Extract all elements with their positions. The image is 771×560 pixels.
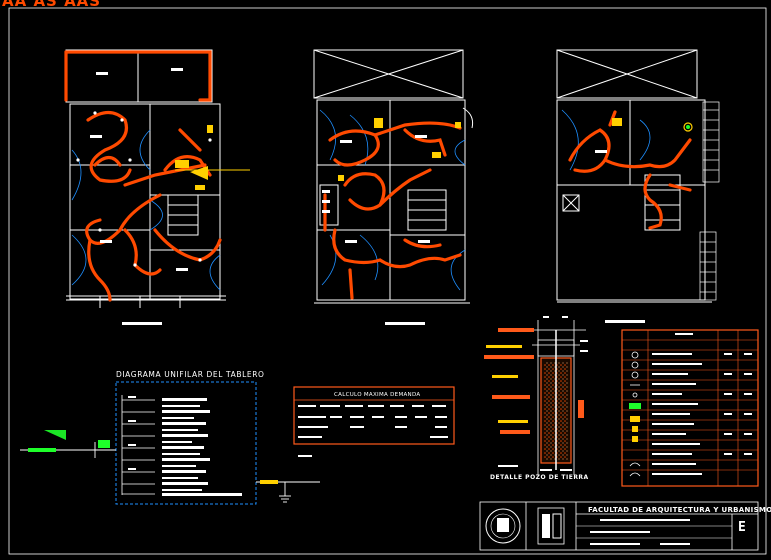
calc-table-title: CALCULO MAXIMA DEMANDA bbox=[334, 392, 421, 398]
sheet-letter: E bbox=[738, 520, 746, 535]
faculty-title: FACULTAD DE ARQUITECTURA Y URBANISMO bbox=[588, 506, 771, 514]
floor-plan-2[interactable] bbox=[313, 49, 474, 325]
ground-well-title: DETALLE POZO DE TIERRA bbox=[490, 474, 589, 481]
floor-plan-1[interactable] bbox=[64, 49, 250, 325]
ground-well-detail[interactable] bbox=[484, 316, 588, 475]
floor-plan-3[interactable] bbox=[556, 49, 720, 323]
app-title: AA AS AAS bbox=[2, 0, 102, 10]
legend-table[interactable] bbox=[621, 321, 759, 487]
university-seal-icon bbox=[485, 508, 521, 544]
title-block[interactable] bbox=[479, 501, 759, 551]
calc-table[interactable] bbox=[293, 386, 455, 457]
sheet-border bbox=[8, 7, 767, 555]
unifilar-diagram-title: DIAGRAMA UNIFILAR DEL TABLERO bbox=[116, 370, 265, 379]
unifilar-diagram[interactable] bbox=[20, 381, 320, 505]
faculty-logo-icon bbox=[537, 507, 565, 545]
